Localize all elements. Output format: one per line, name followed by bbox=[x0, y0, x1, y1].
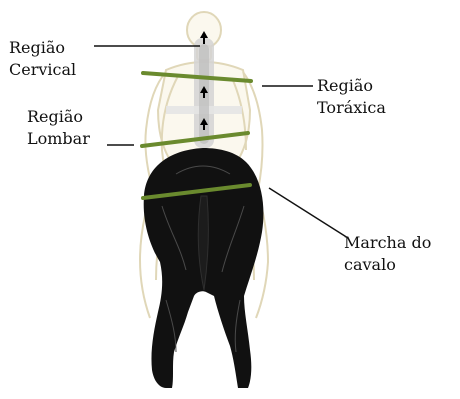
leader-marcha bbox=[269, 188, 348, 238]
label-regiao-cervical-line2: Cervical bbox=[9, 59, 76, 81]
label-regiao-toracica-line1: Região bbox=[317, 75, 386, 97]
label-regiao-lombar-line2: Lombar bbox=[27, 128, 90, 150]
label-regiao-lombar: Região Lombar bbox=[27, 106, 90, 150]
label-marcha-do-cavalo-line1: Marcha do bbox=[344, 232, 431, 254]
label-marcha-do-cavalo: Marcha do cavalo bbox=[344, 232, 431, 276]
label-marcha-do-cavalo-line2: cavalo bbox=[344, 254, 431, 276]
label-regiao-toracica-line2: Toráxica bbox=[317, 97, 386, 119]
label-regiao-toracica: Região Toráxica bbox=[317, 75, 386, 119]
label-regiao-cervical-line1: Região bbox=[9, 37, 76, 59]
label-regiao-cervical: Região Cervical bbox=[9, 37, 76, 81]
label-regiao-lombar-line1: Região bbox=[27, 106, 90, 128]
